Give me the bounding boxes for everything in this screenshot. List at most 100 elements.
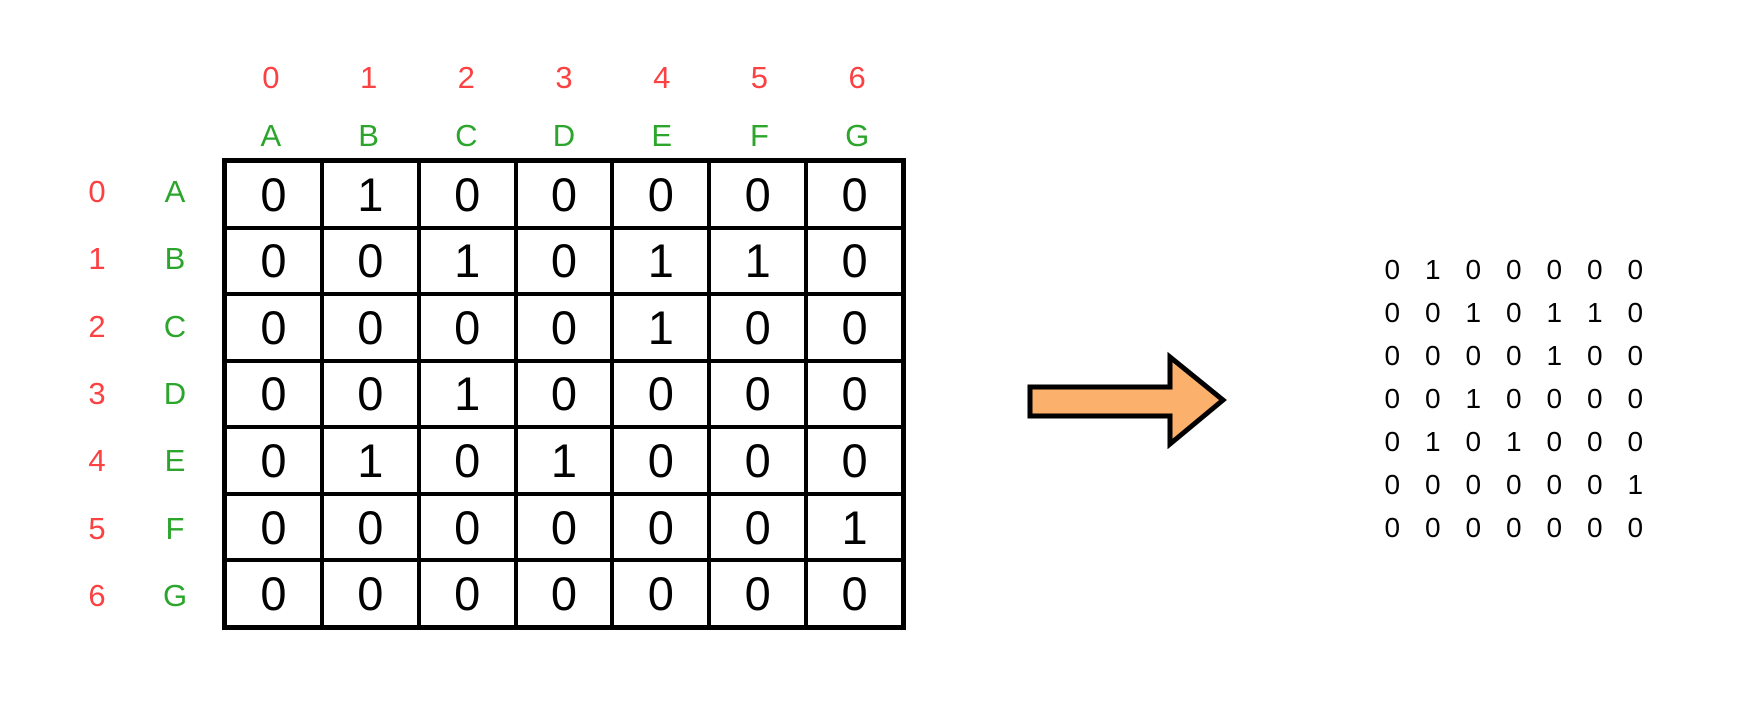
cell-AG: 0: [808, 163, 901, 226]
row-index-0: 0: [88, 173, 106, 209]
cell-AE: 0: [614, 163, 708, 226]
cell-CF: 0: [711, 296, 805, 359]
output-digit-r6c3: 0: [1505, 512, 1522, 543]
output-digit-r2c2: 0: [1465, 340, 1482, 371]
cell-GD: 0: [517, 562, 611, 625]
output-digit-r6c0: 0: [1384, 512, 1401, 543]
cell-BD: 0: [517, 229, 611, 293]
output-digit-r2c3: 0: [1505, 340, 1522, 371]
cell-DE: 0: [614, 362, 708, 426]
output-digit-r5c0: 0: [1384, 469, 1401, 500]
output-digit-r5c3: 0: [1505, 469, 1522, 500]
output-digit-r2c5: 0: [1586, 340, 1603, 371]
cell-BF: 1: [711, 229, 805, 293]
row-letter-D: D: [163, 375, 187, 411]
cell-FG: 1: [808, 495, 901, 559]
col-letter-E: E: [651, 118, 673, 153]
col-letter-C: C: [455, 118, 478, 153]
col-letter-G: G: [845, 118, 870, 153]
output-digit-r4c4: 0: [1546, 426, 1563, 457]
cell-AC: 0: [420, 163, 514, 226]
output-digit-r1c6: 0: [1627, 297, 1644, 328]
row-letter-A: A: [164, 173, 186, 209]
col-index-4: 4: [653, 60, 671, 95]
output-digit-r2c0: 0: [1384, 340, 1401, 371]
cell-AB: 1: [323, 163, 417, 226]
cell-FA: 0: [227, 495, 320, 559]
row-index-1: 1: [88, 241, 106, 277]
row-letter-B: B: [164, 241, 186, 277]
output-digit-r5c2: 0: [1465, 469, 1482, 500]
cell-AA: 0: [227, 163, 320, 226]
col-index-5: 5: [750, 60, 769, 95]
col-index-2: 2: [457, 60, 475, 95]
cell-DA: 0: [227, 362, 320, 426]
output-digit-r5c1: 0: [1424, 469, 1441, 500]
output-digit-r4c0: 0: [1384, 426, 1401, 457]
col-index-6: 6: [848, 60, 866, 95]
cell-GC: 0: [420, 562, 514, 625]
output-digit-r4c3: 1: [1505, 426, 1522, 457]
col-letter-B: B: [358, 118, 379, 153]
row-letter-G: G: [162, 578, 188, 614]
col-letter-D: D: [552, 118, 576, 153]
cell-BA: 0: [227, 229, 320, 293]
output-digit-r0c1: 1: [1424, 254, 1441, 285]
output-digit-r5c6: 1: [1627, 469, 1644, 500]
row-index-6: 6: [88, 578, 106, 614]
output-digit-r6c2: 0: [1465, 512, 1482, 543]
cell-CA: 0: [227, 296, 320, 359]
output-digit-r2c1: 0: [1424, 340, 1441, 371]
output-digit-r4c5: 0: [1586, 426, 1603, 457]
output-digit-r1c4: 1: [1546, 297, 1563, 328]
cell-DF: 0: [711, 362, 805, 426]
cell-DD: 0: [517, 362, 611, 426]
output-digit-r0c3: 0: [1505, 254, 1522, 285]
output-digit-r1c1: 0: [1424, 297, 1441, 328]
output-digit-r3c2: 1: [1465, 383, 1482, 414]
output-digit-r0c6: 0: [1627, 254, 1644, 285]
output-digit-r1c5: 1: [1586, 297, 1603, 328]
row-letter-E: E: [164, 443, 186, 479]
cell-CC: 0: [420, 296, 514, 359]
output-digit-r5c5: 0: [1586, 469, 1603, 500]
cell-GA: 0: [227, 562, 320, 625]
cell-CD: 0: [517, 296, 611, 359]
cell-CG: 0: [808, 296, 901, 359]
output-digit-r6c5: 0: [1586, 512, 1603, 543]
right-arrow-icon: [1027, 351, 1227, 449]
cell-ED: 1: [517, 429, 611, 492]
row-index-2: 2: [88, 308, 106, 344]
cell-FC: 0: [420, 495, 514, 559]
cell-GB: 0: [323, 562, 417, 625]
cell-DC: 1: [420, 362, 514, 426]
right-arrow-shape: [1027, 351, 1227, 449]
col-letter-A: A: [260, 118, 282, 153]
output-digit-r5c4: 0: [1546, 469, 1563, 500]
row-letter-F: F: [165, 510, 185, 546]
cell-FF: 0: [711, 495, 805, 559]
output-digit-r2c6: 0: [1627, 340, 1644, 371]
output-digit-r0c0: 0: [1384, 254, 1401, 285]
cell-DB: 0: [323, 362, 417, 426]
cell-EG: 0: [808, 429, 901, 492]
output-digit-r0c4: 0: [1546, 254, 1563, 285]
output-digit-r1c0: 0: [1384, 297, 1401, 328]
cell-EE: 0: [614, 429, 708, 492]
cell-GE: 0: [614, 562, 708, 625]
output-digit-r3c1: 0: [1424, 383, 1441, 414]
output-digit-r3c3: 0: [1505, 383, 1522, 414]
cell-EC: 0: [420, 429, 514, 492]
output-digit-r0c5: 0: [1586, 254, 1603, 285]
output-digit-r4c6: 0: [1627, 426, 1644, 457]
